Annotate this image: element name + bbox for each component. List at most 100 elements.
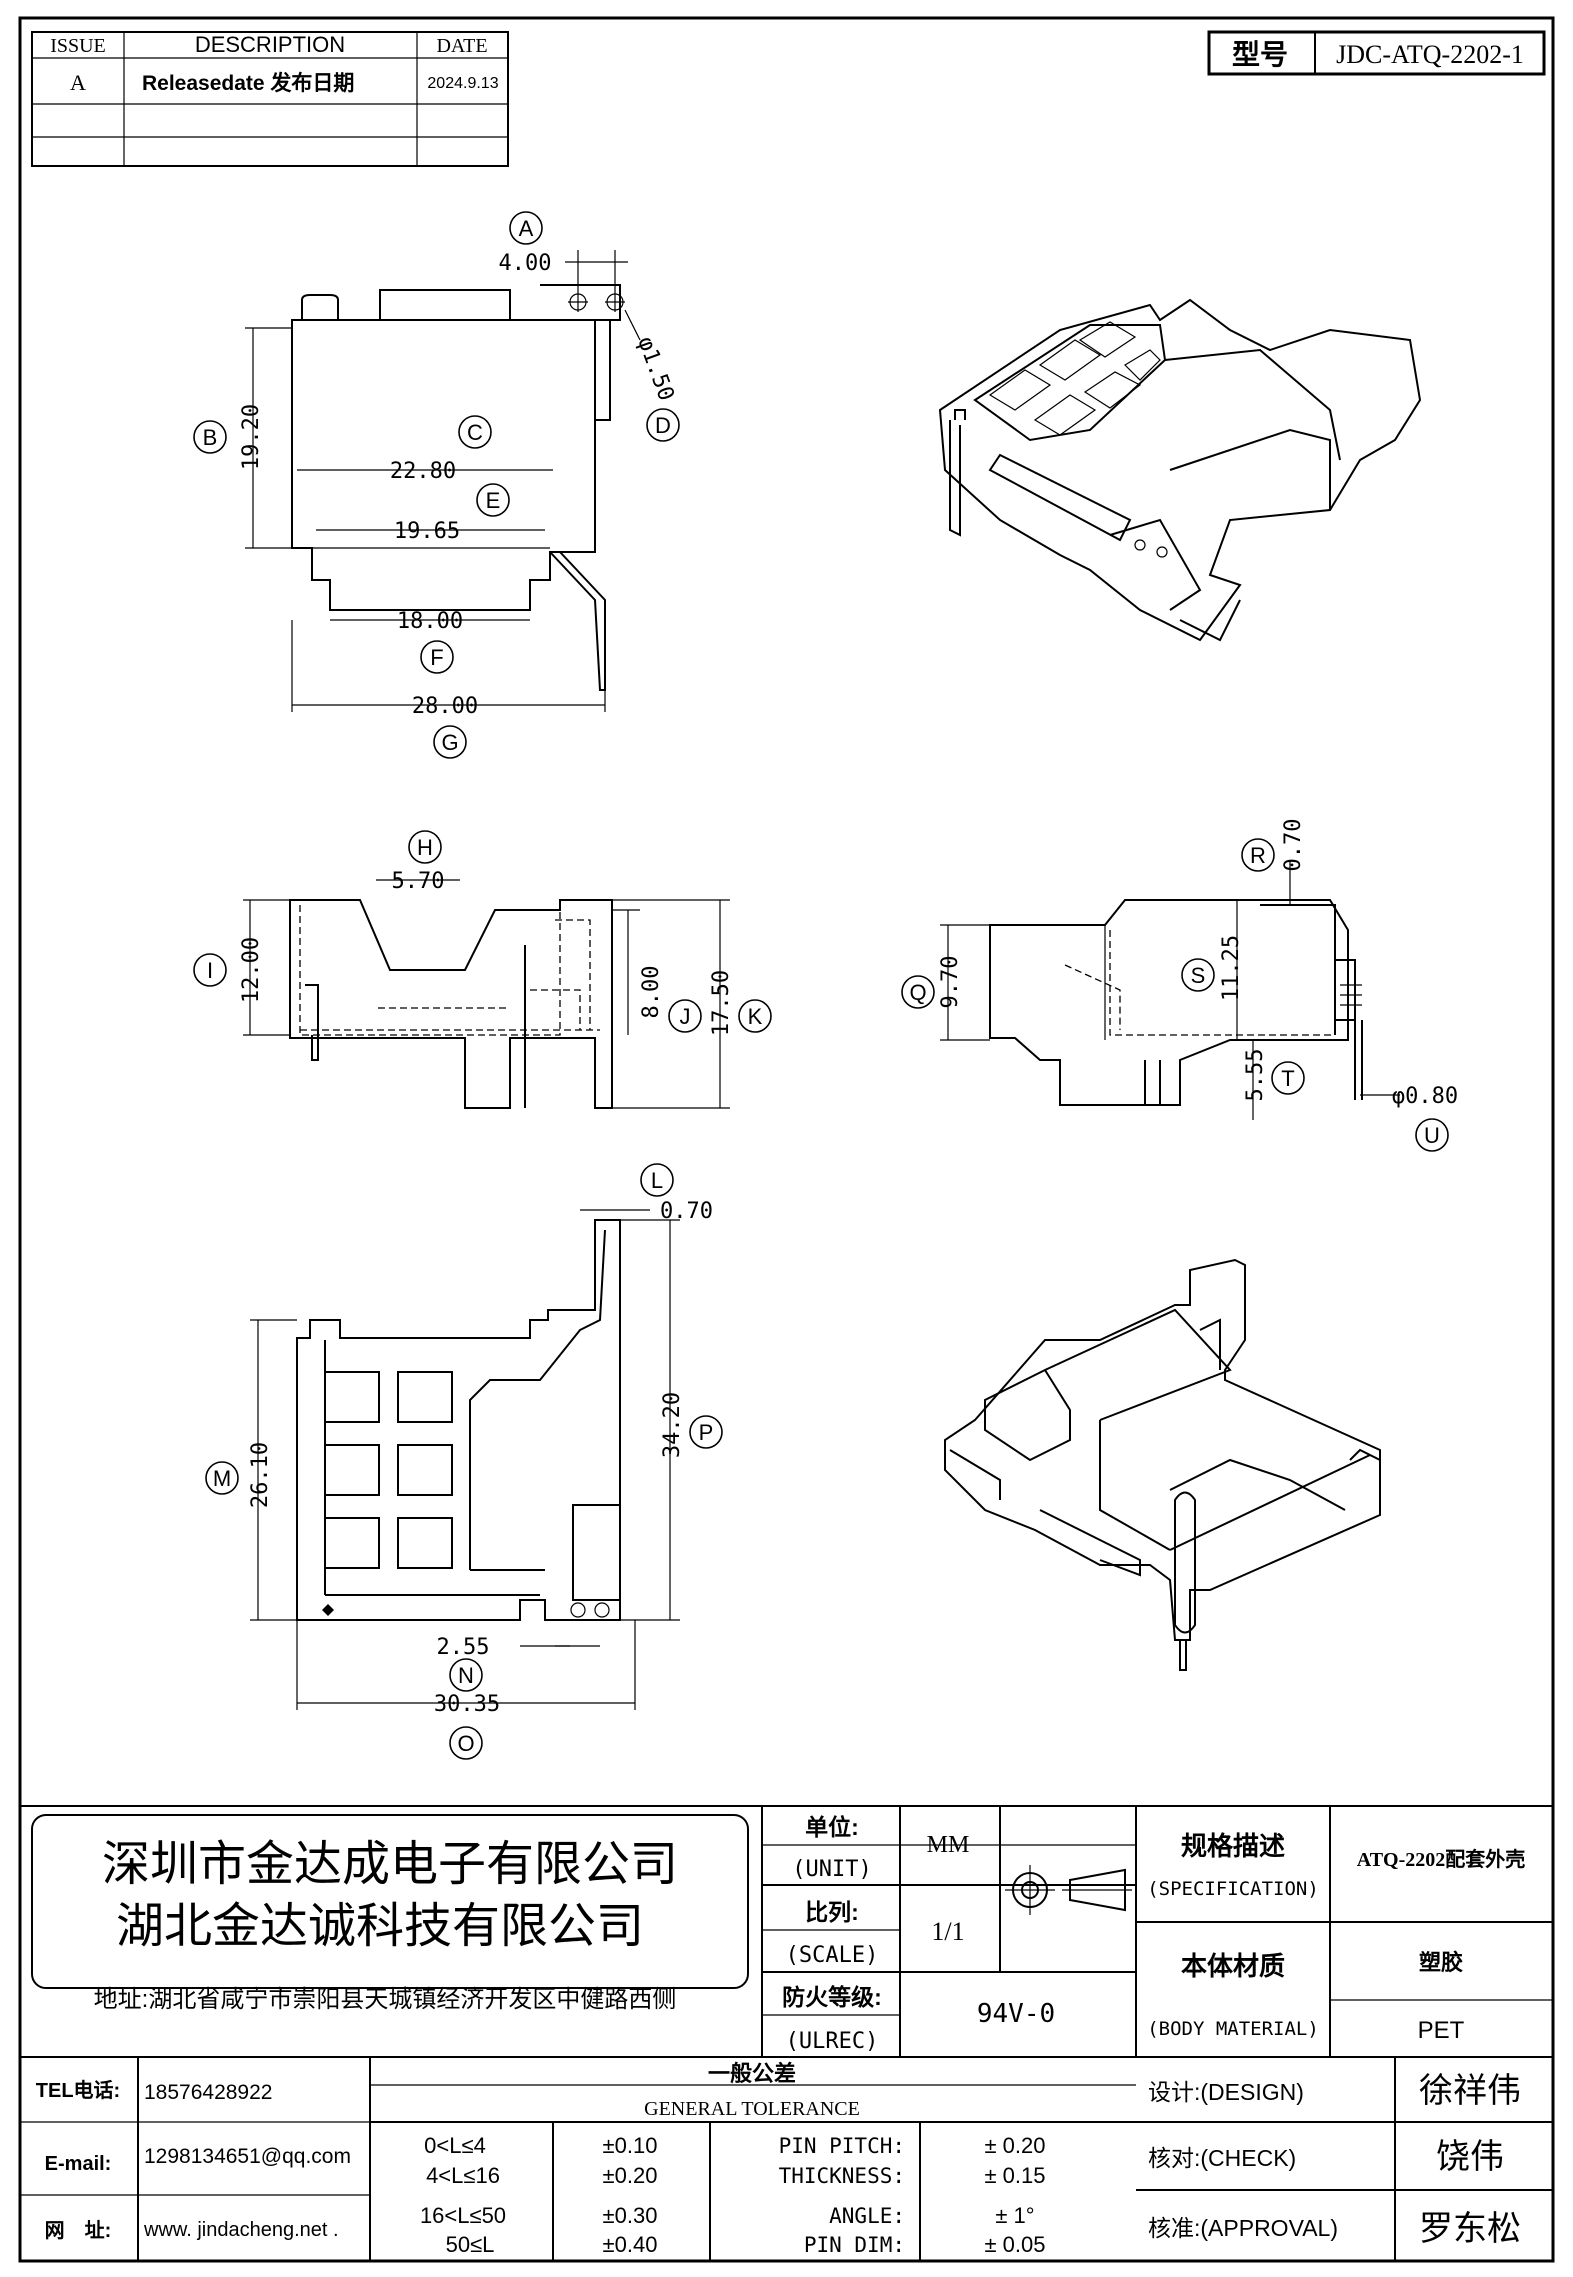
check-label: 核对:(CHECK): [1148, 2145, 1296, 2171]
issue-header: ISSUE: [50, 35, 106, 57]
balloon-B: B: [193, 420, 227, 454]
description-cell: Releasedate 发布日期: [142, 71, 354, 95]
flame-label: 防火等级:: [782, 1984, 882, 2010]
company-address: 地址:湖北省咸宁市崇阳县天城镇经济开发区中健路西侧: [94, 1986, 677, 2013]
approver-name: 罗东松: [1419, 2210, 1521, 2248]
dim-A-value: 4.00: [499, 251, 552, 276]
svg-text:N: N: [458, 1663, 474, 1688]
balloon-T: T: [1271, 1061, 1305, 1095]
dim-K-value: 17.50: [709, 970, 734, 1036]
balloon-H: H: [408, 830, 442, 864]
spec-value: ATQ-2202配套外壳: [1357, 1847, 1526, 1871]
balloon-Q: Q: [901, 975, 935, 1009]
isometric-view-bottom: [944, 1258, 1381, 1671]
isometric-view-top: [938, 298, 1422, 642]
flame-value: 94V-0: [977, 1999, 1055, 2029]
tel-label: TEL电话:: [36, 2079, 120, 2102]
svg-text:C: C: [467, 420, 483, 445]
balloon-O: O: [449, 1726, 483, 1760]
svg-text:± 0.05: ± 0.05: [984, 2232, 1045, 2257]
material-label: 本体材质: [1181, 1951, 1285, 1981]
balloon-U: U: [1415, 1118, 1449, 1152]
dim-D-value: φ1.50: [632, 334, 678, 405]
unit-label: 单位:: [805, 1814, 859, 1840]
svg-text:H: H: [417, 835, 433, 860]
unit-label-en: (UNIT): [792, 1857, 871, 1882]
date-header: DATE: [436, 35, 487, 57]
scale-label: 比列:: [805, 1899, 859, 1925]
company-name-2: 湖北金达诚科技有限公司: [116, 1900, 644, 1953]
bottom-window-2: [397, 1371, 453, 1423]
svg-text:B: B: [203, 425, 218, 450]
svg-text:PIN DIM:: PIN DIM:: [804, 2233, 905, 2257]
dim-P-value: 34.20: [660, 1392, 685, 1458]
company-name-1: 深圳市金达成电子有限公司: [102, 1838, 678, 1891]
spec-label: 规格描述: [1181, 1831, 1285, 1861]
svg-text:O: O: [457, 1731, 474, 1756]
material-value-cn: 塑胶: [1419, 1950, 1463, 1975]
bottom-window-3: [324, 1444, 380, 1496]
website-label: 网 址:: [45, 2219, 112, 2242]
dim-J-value: 8.00: [639, 966, 664, 1019]
front-view: [243, 879, 730, 1109]
svg-text:A: A: [519, 216, 534, 241]
dim-H-value: 5.70: [392, 869, 445, 894]
svg-text:±0.40: ±0.40: [603, 2232, 658, 2257]
svg-text:S: S: [1191, 963, 1206, 988]
dim-G-value: 28.00: [412, 694, 478, 719]
website-value: www. jindacheng.net .: [143, 2219, 339, 2241]
dim-S-value: 11.25: [1219, 935, 1244, 1001]
dim-F-value: 18.00: [397, 609, 463, 634]
svg-text:J: J: [680, 1004, 691, 1029]
spec-label-en: (SPECIFICATION): [1147, 1878, 1319, 1900]
balloon-E: E: [476, 483, 510, 517]
unit-value: MM: [927, 1832, 970, 1858]
material-label-en: (BODY MATERIAL): [1147, 2018, 1319, 2040]
svg-text:ANGLE:: ANGLE:: [829, 2204, 905, 2228]
model-label: 型号: [1232, 39, 1288, 70]
revision-table: ISSUE DESCRIPTION DATE A Releasedate 发布日…: [31, 31, 509, 167]
svg-text:±0.30: ±0.30: [603, 2203, 658, 2228]
balloon-G: G: [433, 725, 467, 759]
svg-text:P: P: [699, 1420, 714, 1445]
drawing-frame: [19, 17, 1554, 1807]
designer-name: 徐祥伟: [1419, 2072, 1521, 2110]
balloon-I: I: [193, 953, 227, 987]
flame-label-en: (ULREC): [786, 2029, 879, 2054]
dim-Q-value: 9.70: [938, 956, 963, 1009]
dim-E-value: 19.65: [394, 519, 460, 544]
design-label: 设计:(DESIGN): [1148, 2079, 1304, 2105]
checker-name: 饶伟: [1436, 2138, 1504, 2176]
dim-O-value: 30.35: [434, 1692, 500, 1717]
svg-text:F: F: [430, 645, 443, 670]
balloon-N: N: [449, 1658, 483, 1692]
issue-cell: A: [70, 70, 86, 95]
tolerance-title-cn: 一般公差: [708, 2061, 796, 2086]
material-value-en: PET: [1418, 2017, 1465, 2044]
bottom-window-5: [324, 1517, 380, 1569]
tolerance-title-en: GENERAL TOLERANCE: [644, 2098, 860, 2120]
dim-C-value: 22.80: [390, 459, 456, 484]
svg-text:± 0.20: ± 0.20: [984, 2133, 1045, 2158]
balloon-L: L: [640, 1163, 674, 1197]
dim-T-value: 5.55: [1243, 1049, 1268, 1102]
balloon-P: P: [689, 1415, 723, 1449]
balloon-J: J: [668, 999, 702, 1033]
bottom-window-1: [324, 1371, 380, 1423]
dim-U-value: φ0.80: [1392, 1084, 1458, 1109]
svg-text:0<L≤4: 0<L≤4: [424, 2133, 486, 2158]
tel-value: 18576428922: [144, 2081, 272, 2104]
tolerance-row: 50≤L ±0.40 PIN DIM: ± 0.05: [446, 2232, 1046, 2257]
bottom-window-4: [397, 1444, 453, 1496]
bottom-view: [250, 1209, 680, 1710]
svg-text:U: U: [1424, 1123, 1440, 1148]
svg-text:K: K: [748, 1004, 763, 1029]
balloon-S: S: [1181, 958, 1215, 992]
title-block: 深圳市金达成电子有限公司 湖北金达诚科技有限公司 地址:湖北省咸宁市崇阳县天城镇…: [20, 1806, 1553, 2261]
svg-text:±0.20: ±0.20: [603, 2163, 658, 2188]
svg-text:G: G: [441, 730, 458, 755]
email-label: E-mail:: [45, 2153, 112, 2175]
svg-text:4<L≤16: 4<L≤16: [426, 2163, 500, 2188]
dim-I-value: 12.00: [239, 937, 264, 1003]
